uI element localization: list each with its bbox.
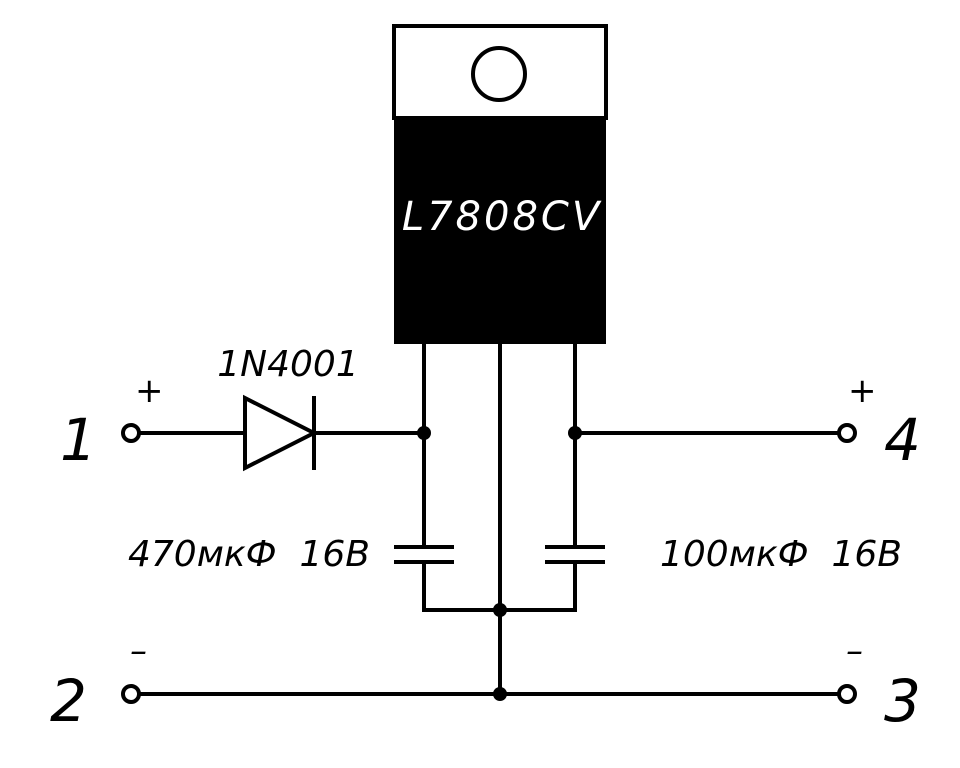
- terminal-4-connector: [837, 423, 857, 443]
- terminal-4-number: 4: [884, 406, 921, 474]
- regulator-pins: [422, 342, 577, 696]
- input-capacitor: 470мкФ 16В: [128, 534, 454, 612]
- junction-ground: [493, 687, 507, 701]
- terminal-3-polarity: –: [846, 631, 863, 671]
- terminal-4-polarity: +: [848, 371, 877, 411]
- terminal-2-number: 2: [50, 667, 87, 735]
- terminal-2-connector: [121, 684, 141, 704]
- terminal-3-connector: [837, 684, 857, 704]
- terminal-2-polarity: –: [130, 631, 147, 671]
- terminal-2: 2 –: [50, 631, 147, 735]
- diode-triangle: [243, 394, 319, 472]
- terminal-3-number: 3: [884, 667, 921, 735]
- junction-output: [568, 426, 582, 440]
- terminal-1-number: 1: [60, 406, 97, 474]
- terminal-4: 4 +: [837, 371, 921, 474]
- junction-input: [417, 426, 431, 440]
- junction-cap-ground: [493, 603, 507, 617]
- terminal-1: 1 +: [60, 371, 164, 474]
- mounting-hole: [471, 46, 527, 102]
- output-capacitor: 100мкФ 16В: [545, 534, 902, 612]
- input-capacitor-label: 470мкФ 16В: [128, 534, 370, 575]
- terminal-1-connector: [121, 423, 141, 443]
- terminal-1-polarity: +: [135, 371, 164, 411]
- diode-symbol: 1N4001: [217, 344, 359, 472]
- regulator-package: L7808CV: [392, 24, 608, 344]
- regulator-body: [394, 118, 606, 344]
- output-capacitor-label: 100мкФ 16В: [660, 534, 902, 575]
- junctions: [417, 426, 582, 701]
- diode-label: 1N4001: [217, 344, 358, 385]
- regulator-label: L7808CV: [402, 194, 602, 240]
- regulator-tab: [392, 24, 608, 120]
- terminal-3: 3 –: [837, 631, 921, 735]
